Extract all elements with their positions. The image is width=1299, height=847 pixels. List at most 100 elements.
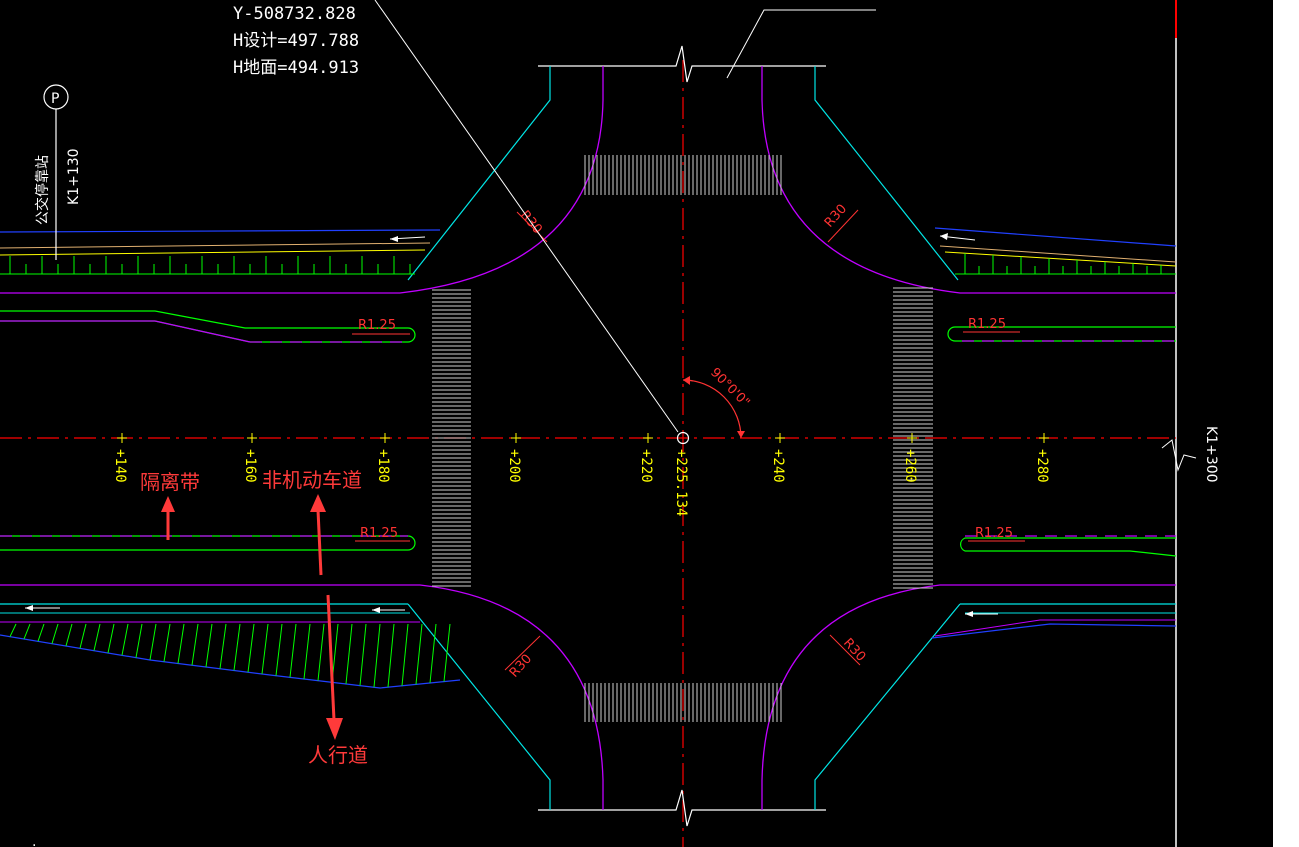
bottom-right-edge (814, 603, 961, 810)
top-label-leader (726, 9, 876, 79)
hatch-tick (317, 623, 325, 681)
annotation-sidewalk: 人行道 (308, 743, 368, 767)
crosswalk-bottom (584, 683, 782, 722)
radius-label-br: R30 (840, 636, 868, 665)
top-left-hatching (9, 256, 411, 274)
hatch-tick (443, 623, 451, 682)
crosswalk-left (432, 289, 471, 587)
annotation-sidewalk-arrow (326, 594, 336, 721)
annotation-bike-lane-arrowhead (310, 494, 326, 512)
station-marks: +140+160+180+200+220+225.134+240+260+280 (112, 433, 1050, 516)
radius-label-tr: R30 (822, 202, 850, 231)
hatch-tick (9, 623, 17, 637)
station-label: +220 (638, 449, 654, 483)
coord-y-text: Y-508732.828 (233, 4, 356, 24)
annotation-bike-lane: 非机动车道 (262, 468, 362, 492)
small-radius-label-ul: R1.25 (358, 318, 396, 333)
annotation-median-arrowhead (161, 496, 175, 512)
bottom-left-hatching (9, 623, 451, 688)
lower-left-median-green (0, 535, 416, 551)
top-right-arrowhead (940, 233, 948, 240)
angle-arc-head-end (737, 431, 745, 438)
top-left-arrowhead (390, 236, 398, 242)
bottom-right-arrowhead (965, 611, 973, 617)
top-right-yellow-line (944, 251, 1177, 267)
top-right-blue-line (934, 227, 1177, 247)
angle-arc-head-start (683, 376, 690, 385)
hatch-tick (93, 623, 101, 651)
hatch-tick (163, 623, 171, 662)
small-radius-label-ll: R1.25 (360, 526, 398, 541)
coordinate-leader-line (374, 0, 679, 433)
top-right-edge (814, 66, 959, 281)
top-right-curb (761, 66, 1176, 294)
station-label: +180 (375, 449, 391, 483)
bottom-break-line (538, 789, 826, 827)
top-left-curb (0, 66, 604, 294)
hatch-tick (79, 623, 87, 649)
radius-leader-tr (827, 209, 859, 243)
station-label: +140 (112, 449, 128, 483)
bottom-left-curb (0, 584, 604, 810)
frame-right-bar (1273, 0, 1299, 847)
bus-stop-symbol-letter: P (51, 91, 59, 107)
hatch-tick (359, 623, 367, 686)
top-break-line (538, 45, 826, 83)
bottom-right-blue-line (931, 623, 1177, 639)
top-left-yellow-line (0, 249, 426, 256)
hatch-tick (135, 623, 143, 658)
hatch-tick (177, 623, 185, 664)
hatch-tick (429, 623, 437, 684)
bottom-left-arrowhead-1 (25, 605, 33, 611)
hatch-tick (345, 623, 353, 685)
station-label: +160 (242, 449, 258, 483)
hatch-tick (415, 623, 423, 685)
station-label: +240 (770, 449, 786, 483)
annotation-bike-lane-arrow (316, 509, 323, 576)
coord-h-ground-text: H地面=494.913 (233, 58, 359, 78)
crosswalk-right (893, 287, 933, 589)
bottom-mark-1: . (32, 834, 36, 847)
hatch-tick (303, 623, 311, 680)
hatch-tick (261, 623, 269, 675)
upper-left-median-green (0, 310, 416, 343)
coord-h-design-text: H设计=497.788 (233, 31, 359, 51)
lower-right-median-green (960, 537, 1177, 557)
intersection-point-marker (676, 431, 690, 445)
radius-leader-tl (516, 211, 548, 243)
top-right-orange-line (939, 245, 1177, 263)
end-break-line (1161, 439, 1197, 472)
bottom-left-edge (407, 603, 551, 810)
bottom-left-arrowhead-2 (372, 607, 380, 613)
end-station-label: K1+300 (1203, 426, 1219, 483)
station-label: +280 (1034, 449, 1050, 483)
hatch-tick (107, 623, 115, 654)
annotation-median: 隔离带 (140, 470, 200, 494)
crosswalk-top (584, 155, 782, 195)
bus-stop-station: K1+130 (66, 148, 82, 205)
station-label: +260 (902, 449, 918, 483)
hatch-tick (401, 623, 409, 686)
hatch-tick (191, 623, 199, 666)
bottom-right-curb (761, 584, 1176, 810)
hatch-tick (289, 623, 297, 678)
bottom-right-purple-line (934, 619, 1176, 637)
hatch-tick (65, 623, 73, 647)
hatch-tick (37, 623, 45, 642)
hatch-tick (373, 623, 381, 688)
small-radius-label-ur: R1.25 (968, 317, 1006, 332)
radius-leader-bl (504, 635, 541, 671)
bottom-left-blue-line (0, 634, 461, 689)
hatch-tick (275, 623, 283, 676)
bus-stop-label: 公交停靠站 (34, 155, 51, 225)
top-left-edge (407, 66, 551, 281)
small-radius-label-lr: R1.25 (975, 526, 1013, 541)
station-label: +200 (506, 449, 522, 483)
hatch-tick (149, 623, 157, 661)
angle-arc (682, 379, 742, 439)
radius-leader-br (829, 634, 861, 666)
hatch-tick (51, 623, 59, 644)
hatch-tick (233, 623, 241, 671)
hatch-tick (219, 623, 227, 669)
